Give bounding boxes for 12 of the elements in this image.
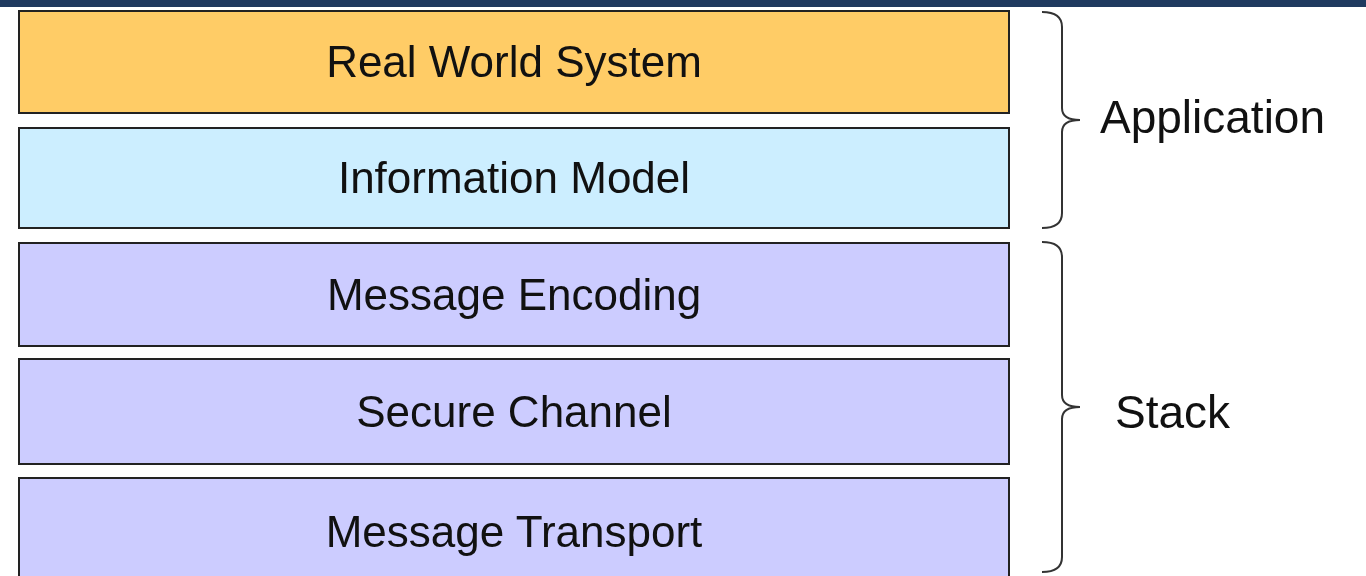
layer-label: Secure Channel: [356, 386, 672, 437]
layer-label: Message Transport: [325, 507, 703, 557]
layer-box: [18, 358, 1010, 465]
layer-label: Information Model: [337, 153, 691, 203]
layer-box: [18, 477, 1010, 576]
layer-box: [18, 10, 1010, 114]
group-label: Stack: [1115, 385, 1231, 439]
layer-box: [18, 242, 1010, 347]
layer-label: Message Encoding: [326, 269, 702, 320]
group-label: Application: [1100, 90, 1326, 144]
layer-box: [18, 127, 1010, 229]
layer-label: Real World System: [326, 37, 702, 87]
